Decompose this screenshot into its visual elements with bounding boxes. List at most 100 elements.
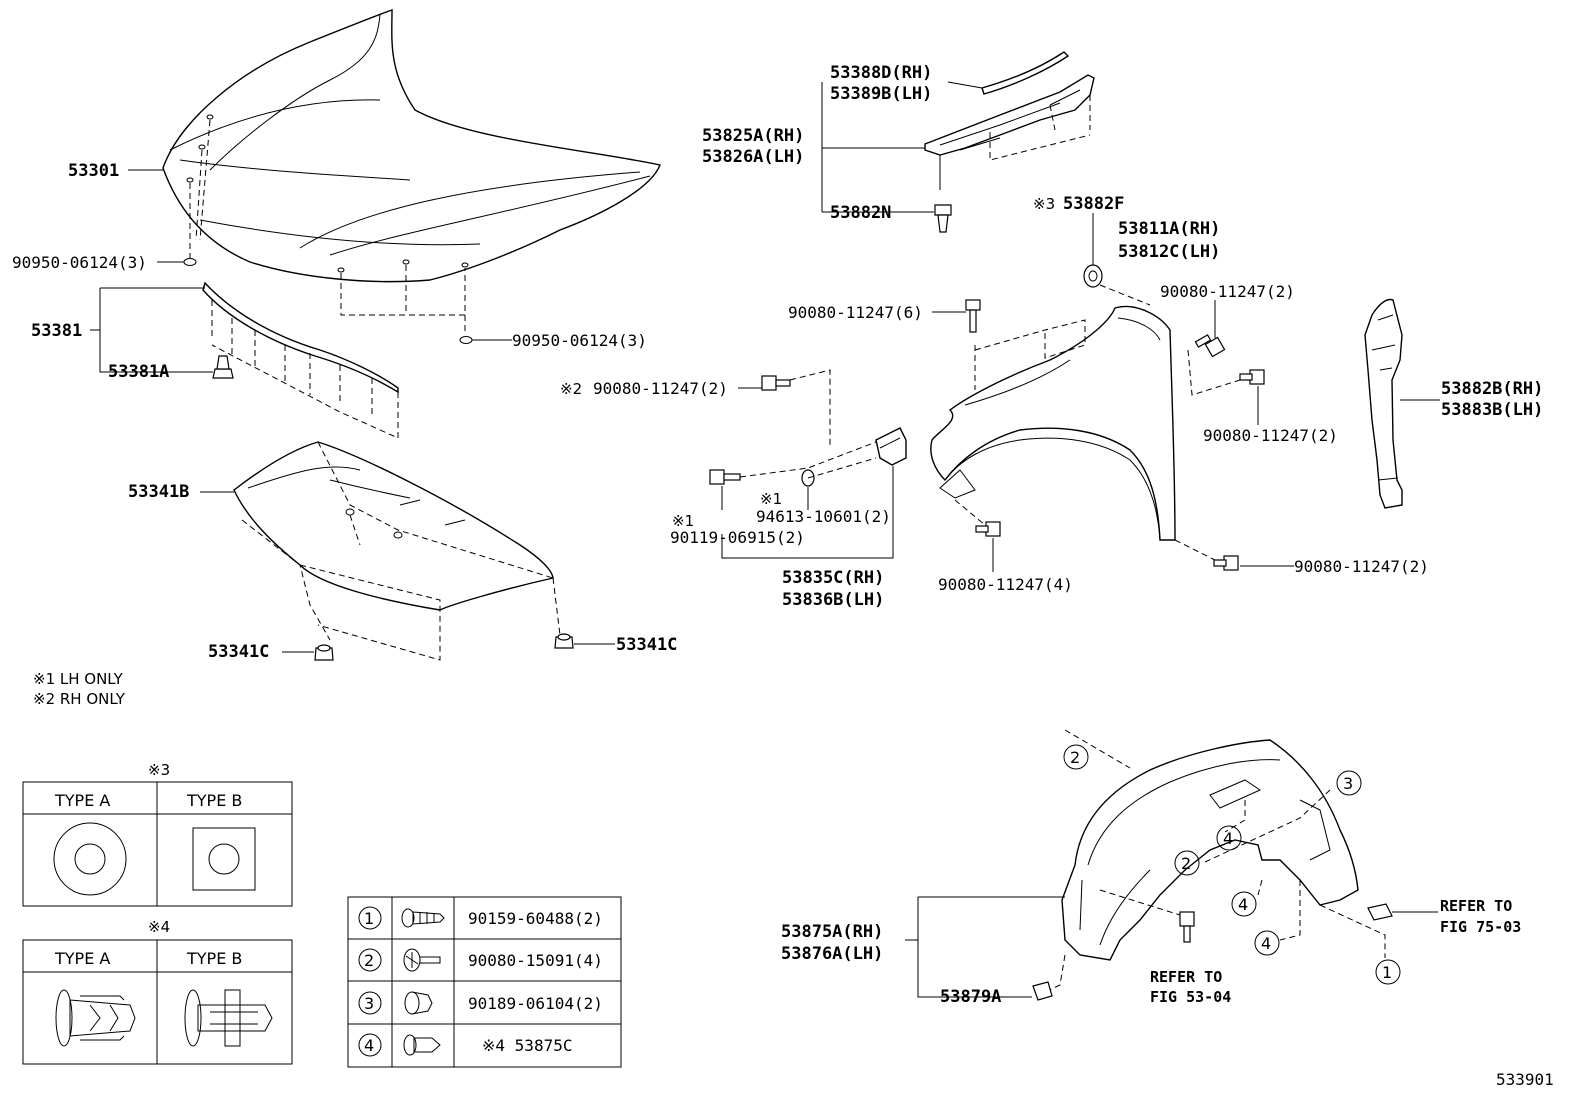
clip-type-a-icon <box>55 989 136 1047</box>
type-table-4-col-b: TYPE B <box>186 949 242 968</box>
bolt-rh-only-mark: ※2 <box>560 380 582 398</box>
refer-fig-53-line2: FIG 53-04 <box>1150 988 1231 1006</box>
svg-text:4: 4 <box>1238 895 1248 914</box>
fastener-row-3-num: 3 <box>364 994 374 1013</box>
fender-label-rh: 53811A(RH) <box>1118 219 1220 239</box>
svg-text:2: 2 <box>1181 854 1191 873</box>
hood-seal[interactable] <box>202 281 399 439</box>
type-table-3 <box>22 781 293 907</box>
svg-text:1: 1 <box>1382 963 1392 982</box>
liner-screw-icon <box>1179 911 1195 943</box>
hood-panel[interactable] <box>162 9 661 283</box>
bolt-label-top-left: 90080-11247(6) <box>788 303 923 322</box>
fastener-row-2: 2 90080-15091(4) <box>358 948 603 972</box>
refer-fig-75-line1: REFER TO <box>1440 897 1512 915</box>
bolt-washer-icon <box>403 948 441 972</box>
liner-clip-icon <box>1032 981 1053 1001</box>
insulator-clip-icon-right <box>554 633 574 649</box>
bracket-label-rh: 53835C(RH) <box>782 568 884 588</box>
fastener-row-1-part: 90159-60488(2) <box>468 909 603 928</box>
svg-text:3: 3 <box>1343 774 1353 793</box>
fender-side-seal[interactable] <box>1364 298 1403 509</box>
insulator-label: 53341B <box>128 482 189 502</box>
hood-grommet-label-right: 90950-06124(3) <box>512 331 647 350</box>
refer-fig-75-line2: FIG 75-03 <box>1440 918 1521 936</box>
bolt-label-rh-only: 90080-11247(2) <box>593 379 728 398</box>
seal-clip-icon <box>212 355 234 379</box>
round-cushion-icon <box>53 822 127 896</box>
callout-1: 1 <box>1375 959 1401 985</box>
type-table-3-title: ※3 <box>148 761 170 779</box>
type-table-3-col-a: TYPE A <box>54 791 110 810</box>
seal-clip-label: 53381A <box>108 362 169 382</box>
bolt-icon-top-right <box>1194 334 1226 358</box>
bolt-label-bottom: 90080-11247(4) <box>938 575 1073 594</box>
liner-label-lh: 53876A(LH) <box>781 944 883 964</box>
hood-grommet-label-left: 90950-06124(3) <box>12 253 147 272</box>
side-seal-label-lh: 53883B(LH) <box>1441 400 1543 420</box>
screw-label: 90119-06915(2) <box>670 528 805 547</box>
fastener-row-4-part: ※4 53875C <box>482 1036 572 1055</box>
side-seal-label-rh: 53882B(RH) <box>1441 379 1543 399</box>
washer-label: 94613-10601(2) <box>756 507 891 526</box>
fastener-row-1-num: 1 <box>364 909 374 928</box>
bumper-clip-icon <box>1367 903 1393 921</box>
fastener-row-3: 3 90189-06104(2) <box>358 991 603 1015</box>
cowl-seal-label-lh: 53389B(LH) <box>830 84 932 104</box>
insulator-clip-label-right: 53341C <box>616 635 677 655</box>
cowl-panel-label-lh: 53826A(LH) <box>702 147 804 167</box>
cowl-clip-label: 53882N <box>830 203 891 223</box>
bolt-icon-mid-right <box>1239 369 1265 385</box>
fastener-row-4-num: 4 <box>364 1036 374 1055</box>
note-rh-only: ※2 RH ONLY <box>33 690 126 708</box>
fender-label-lh: 53812C(LH) <box>1118 242 1220 262</box>
screw-mark: ※1 <box>672 512 694 530</box>
fastener-table <box>347 896 622 1068</box>
callout-4-mid: 4 <box>1231 891 1257 917</box>
cowl-clip-icon <box>934 204 952 233</box>
fastener-row-2-num: 2 <box>364 951 374 970</box>
nut-icon <box>404 991 433 1015</box>
bolt-label-top-right: 90080-11247(2) <box>1160 282 1295 301</box>
hood-holes <box>183 114 473 344</box>
callout-4-bottom: 4 <box>1254 930 1280 956</box>
bolt-icon-rh-only <box>761 375 791 391</box>
type-table-4-title: ※4 <box>148 918 170 936</box>
bracket-label-lh: 53836B(LH) <box>782 590 884 610</box>
callout-3: 3 <box>1336 770 1362 796</box>
seal-label: 53381 <box>31 321 82 341</box>
fastener-row-4: 4 ※4 53875C <box>358 1033 572 1057</box>
diagram-id: 533901 <box>1496 1070 1554 1089</box>
fender-cushion-mark: ※3 <box>1033 195 1055 213</box>
clip-type-b-icon <box>184 989 273 1047</box>
front-fender[interactable] <box>930 284 1241 561</box>
refer-fig-53-line1: REFER TO <box>1150 968 1222 986</box>
callout-2-mid: 2 <box>1174 850 1200 876</box>
type-table-4-col-a: TYPE A <box>54 949 110 968</box>
bolt-icon-bottom <box>975 521 1001 537</box>
callout-2-top: 2 <box>1063 744 1089 770</box>
fender-bracket[interactable] <box>875 427 907 466</box>
liner-label-rh: 53875A(RH) <box>781 922 883 942</box>
fender-cushion-icon <box>1083 264 1103 288</box>
cowl-seal-label-rh: 53388D(RH) <box>830 63 932 83</box>
type-table-4 <box>22 939 293 1065</box>
fastener-row-3-part: 90189-06104(2) <box>468 994 603 1013</box>
note-lh-only: ※1 LH ONLY <box>33 670 124 688</box>
insulator-clip-icon-left <box>314 644 334 661</box>
hood-insulator[interactable] <box>233 441 561 661</box>
fender-liner[interactable] <box>1044 729 1386 993</box>
liner-clip-label: 53879A <box>940 987 1001 1007</box>
fender-cushion-label: 53882F <box>1063 194 1124 214</box>
cowl-side-panel[interactable] <box>924 74 1095 190</box>
clip-icon <box>403 1034 441 1056</box>
callout-4-top: 4 <box>1216 825 1242 851</box>
cowl-top-seal[interactable] <box>981 51 1070 95</box>
screw-icon-bracket <box>709 469 741 485</box>
fastener-row-1: 1 90159-60488(2) <box>358 906 603 930</box>
square-cushion-icon <box>192 827 256 891</box>
svg-text:4: 4 <box>1261 934 1271 953</box>
bolt-label-bottom-right: 90080-11247(2) <box>1294 557 1429 576</box>
svg-text:4: 4 <box>1223 829 1233 848</box>
